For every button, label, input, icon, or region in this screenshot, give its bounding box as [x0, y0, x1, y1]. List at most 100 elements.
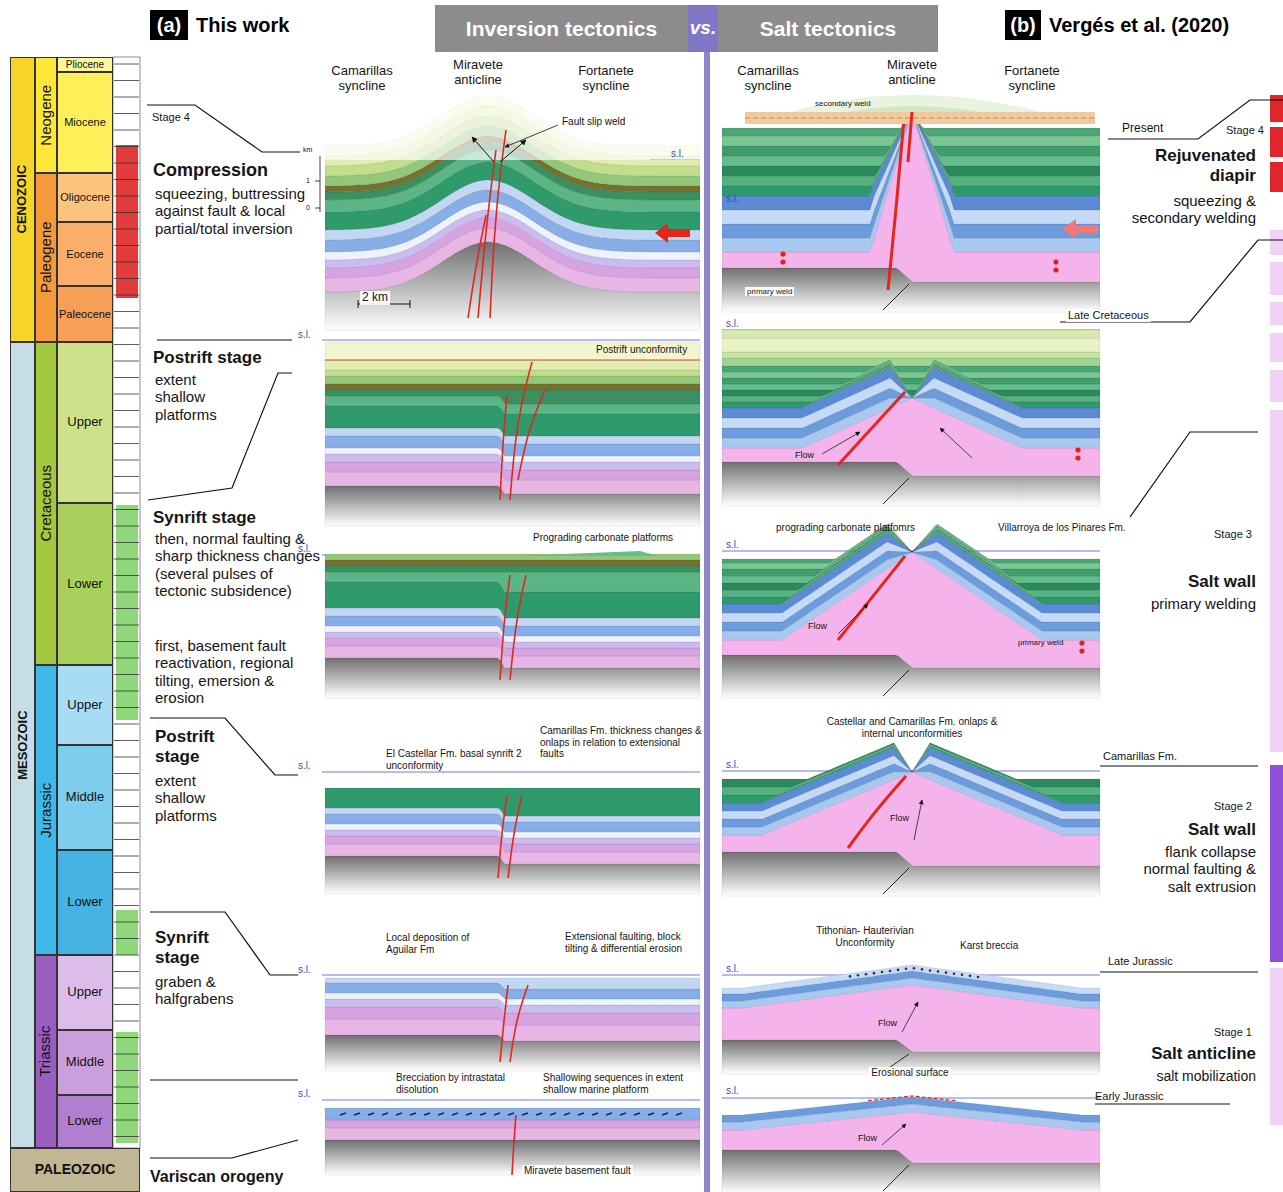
breccia-mark — [592, 1113, 598, 1115]
cross-section — [325, 1108, 700, 1175]
period-box: Paleogene — [35, 173, 57, 342]
tick-line — [114, 146, 139, 147]
annotation-label: Castellar and Camarillas Fm. onlaps & in… — [812, 716, 1012, 739]
cross-section — [722, 525, 1100, 698]
annotation-label: salt mobilization — [1116, 1068, 1256, 1084]
label-anchor: Local deposition of Aguilar Fm — [386, 932, 486, 955]
layers — [325, 978, 700, 1041]
rock-layer — [325, 96, 700, 156]
unit-name: Upper — [67, 698, 102, 712]
tick-column — [113, 57, 140, 1148]
cover-band — [745, 112, 1095, 124]
basement-fault — [883, 284, 909, 310]
unit-name: PALEOZOIC — [35, 1162, 116, 1177]
label-anchor: s.l. — [726, 963, 751, 975]
annotation-label: s.l. — [671, 148, 701, 160]
label-anchor: Prograding carbonate platforms — [533, 532, 703, 544]
annotation-label: Local deposition of Aguilar Fm — [386, 932, 486, 955]
breccia-mark — [578, 1113, 584, 1115]
fault-line — [510, 575, 526, 680]
panel-badge: (a)This work — [150, 10, 188, 40]
label-anchor: flank collapse normal faulting & salt ex… — [1116, 843, 1256, 895]
rock-layer — [325, 566, 700, 572]
time-bar — [1270, 262, 1283, 295]
fault-line — [500, 575, 510, 680]
heading-text: Vergés et al. (2020) — [1049, 14, 1229, 36]
annotation-label: Postrift unconformity — [596, 344, 706, 356]
slip-arrow — [472, 137, 494, 162]
rock-layer — [722, 118, 1100, 166]
annotation-label: Karst breccia — [960, 940, 1040, 952]
annotation-label: Fortanete syncline — [559, 64, 654, 94]
layers — [722, 330, 1100, 476]
rock-layer — [722, 118, 1100, 176]
weld-line — [908, 112, 912, 162]
annotation-label: Shallowing sequences in extent shallow m… — [543, 1072, 703, 1095]
karst-mark — [929, 969, 932, 972]
label-anchor: Early Jurassic — [1095, 1090, 1195, 1103]
annotation-label: Miravete anticline — [433, 58, 523, 88]
breccia-mark — [494, 1113, 500, 1115]
rock-layer — [325, 376, 700, 384]
unit-name: CENOZOIC — [15, 165, 29, 234]
unit-name: Miocene — [64, 116, 106, 128]
rock-layer — [722, 1097, 1100, 1122]
rock-layer — [722, 118, 1100, 224]
label-anchor: 2 km — [360, 287, 410, 305]
label-anchor: secondary weld — [815, 99, 895, 108]
time-bar — [1270, 162, 1283, 192]
breccia-mark — [634, 1113, 640, 1115]
stage-bracket — [150, 912, 298, 975]
stage-bracket — [150, 718, 298, 775]
annotation-label: Early Jurassic — [1095, 1090, 1195, 1103]
flow-arrow — [902, 1002, 918, 1032]
label-anchor: s.l. — [726, 539, 751, 551]
breccia-mark — [480, 1113, 486, 1115]
flow-arrow — [940, 428, 972, 458]
label-anchor: s.l. — [671, 148, 701, 160]
layers — [722, 118, 1100, 282]
tick-line — [114, 163, 139, 164]
annotation-label: Stage 4 — [152, 111, 212, 124]
breccia-mark — [410, 1113, 416, 1115]
karst-mark — [865, 973, 868, 976]
fault-line — [500, 395, 507, 500]
label-anchor: s.l. — [726, 193, 751, 205]
epoch-box: Oligocene — [57, 173, 113, 222]
annotation-label: Stage 1 — [1214, 1026, 1274, 1039]
rock-layer — [722, 965, 1100, 994]
tick-line — [114, 1004, 139, 1005]
rock-layer — [325, 370, 700, 376]
time-bar — [116, 910, 138, 955]
layers — [325, 1108, 700, 1140]
layers — [325, 788, 700, 864]
label-anchor: Stage 4 — [152, 111, 212, 124]
tick-line — [114, 823, 139, 824]
rock-layer — [722, 338, 1100, 352]
fault-line — [512, 1115, 516, 1175]
annotation-label: extent shallow platforms — [155, 772, 235, 824]
rock-layer — [722, 744, 1100, 795]
breccia-mark — [424, 1113, 430, 1115]
tick-line — [114, 1037, 139, 1038]
breccia-mark — [368, 1113, 374, 1115]
stage-heading: Compression — [153, 160, 323, 181]
annotation-label: s.l. — [298, 543, 323, 555]
annotation-label: Fortanete syncline — [985, 64, 1080, 94]
label-anchor: Synrift stage — [153, 508, 313, 528]
cross-section — [325, 554, 700, 698]
time-bar — [1270, 230, 1283, 255]
annotation-label: s.l. — [298, 1088, 323, 1100]
tick-line — [114, 674, 139, 675]
time-bar — [116, 505, 138, 720]
tick-line — [114, 476, 139, 477]
karst-mark — [881, 971, 884, 974]
unit-name: Oligocene — [60, 191, 110, 203]
cross-section — [325, 96, 700, 330]
rock-layer — [722, 118, 1100, 186]
fault-line — [500, 985, 508, 1062]
breccia-mark — [676, 1113, 682, 1115]
label-anchor: Postrift unconformity — [596, 344, 706, 356]
breccia-mark — [452, 1113, 458, 1115]
time-bar — [1270, 127, 1283, 157]
